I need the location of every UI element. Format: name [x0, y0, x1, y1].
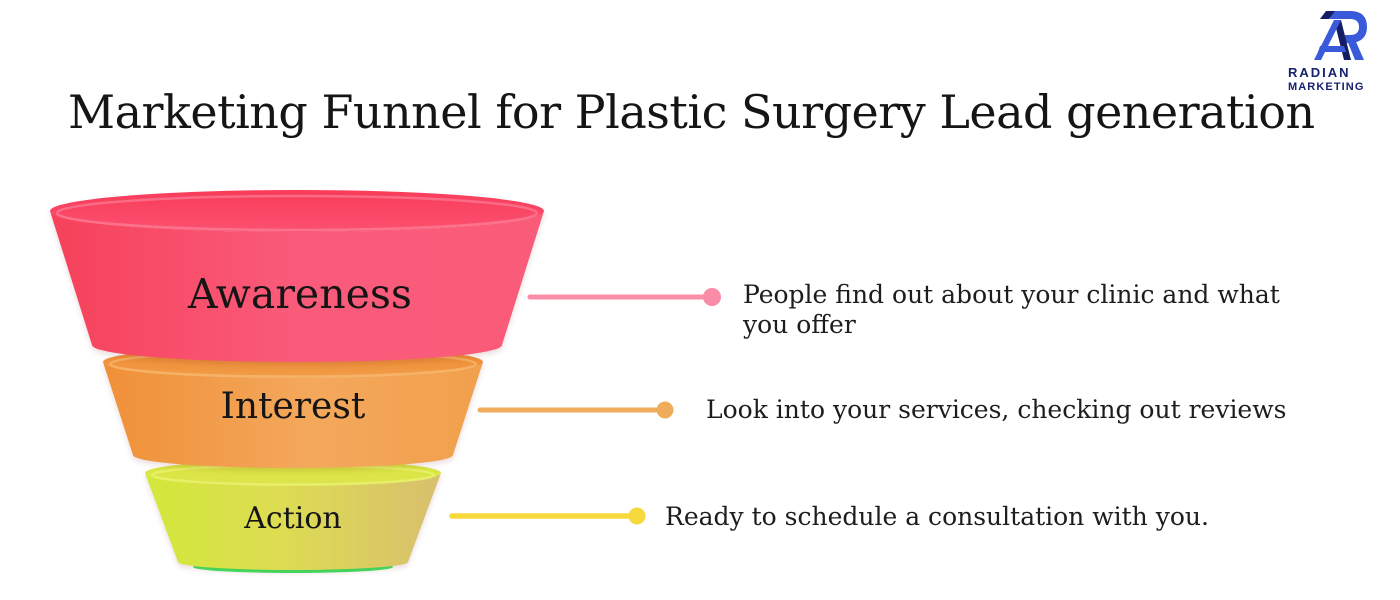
funnel-tier-awareness-top — [50, 190, 544, 232]
funnel-stage-label-action: Action — [244, 501, 342, 536]
funnel-tier-interest-body — [103, 362, 483, 468]
stage-description-awareness: People find out about your clinic and wh… — [743, 280, 1280, 339]
brand-name-primary: RADIAN — [1288, 65, 1351, 80]
funnel-tier-awareness-body — [50, 211, 544, 362]
funnel-tier-awareness-rim — [55, 194, 539, 232]
connector-dot-action — [628, 507, 646, 525]
connector-dot-awareness — [703, 288, 721, 306]
page-title: Marketing Funnel for Plastic Surgery Lea… — [68, 85, 1315, 139]
funnel-stage-label-interest: Interest — [220, 386, 366, 427]
stage-description-action: Ready to schedule a consultation with yo… — [665, 502, 1209, 531]
brand-logo: RADIAN MARKETING — [1288, 8, 1384, 93]
funnel-tier-action-body — [145, 473, 441, 570]
brand-name-secondary: MARKETING — [1288, 81, 1365, 93]
connectors — [449, 288, 721, 525]
stage-description-interest: Look into your services, checking out re… — [706, 395, 1287, 424]
funnel-tier-awareness — [50, 190, 544, 362]
funnel-stage-label-awareness: Awareness — [188, 270, 412, 318]
brand-monogram-icon — [1314, 11, 1367, 60]
connector-dot-interest — [656, 401, 674, 419]
